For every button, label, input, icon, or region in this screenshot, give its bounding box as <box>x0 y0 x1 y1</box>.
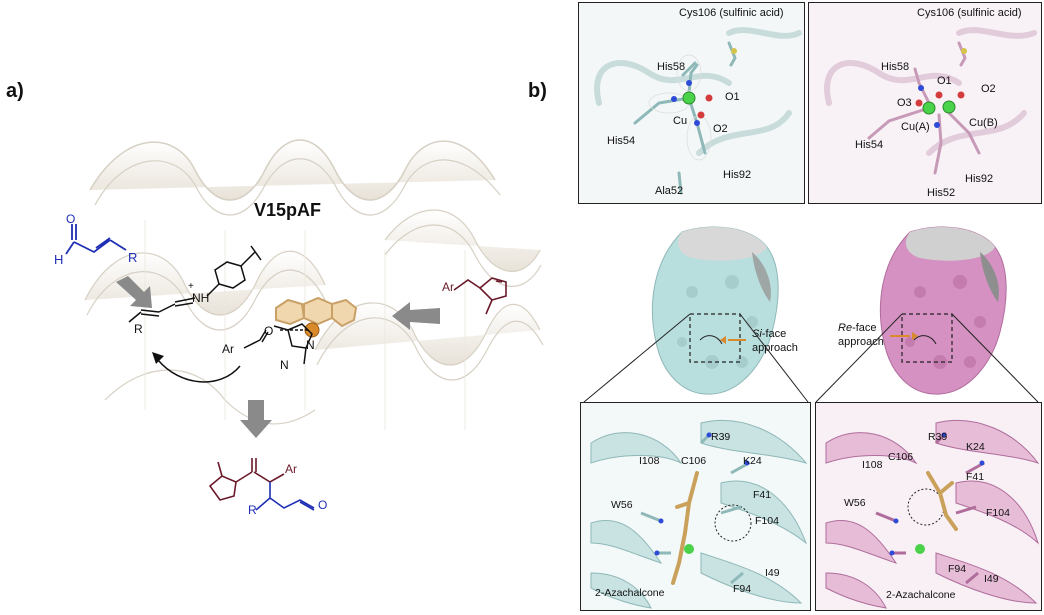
ala52-label-left: Ala52 <box>655 185 684 197</box>
protein-surface-left <box>651 226 779 395</box>
i108-label-right: I108 <box>862 459 883 471</box>
his52-label-right: His52 <box>927 187 956 199</box>
product-structure <box>208 458 315 511</box>
arrow-down-left-icon <box>116 276 152 308</box>
variant-label: V15pAF <box>254 200 322 220</box>
azachalcone-label-right: 2-Azachalcone <box>886 589 956 601</box>
cu-a-label-right: Cu(A) <box>901 121 930 133</box>
enolate-ar: Ar <box>222 342 234 356</box>
arrow-down-icon <box>240 400 272 438</box>
azachalcone-label-left: 2-Azachalcone <box>595 587 665 599</box>
arrow-left-icon <box>392 302 440 330</box>
i49-label-right: I49 <box>984 573 999 585</box>
w56-label-right: W56 <box>844 497 866 509</box>
his54-label-right: His54 <box>855 139 884 151</box>
substrate-structure <box>453 277 507 315</box>
iminium-structure <box>128 245 262 323</box>
zoom-connector-lines <box>583 313 1039 403</box>
his92-label-right: His92 <box>965 173 994 185</box>
binding-pocket-panel-left: R39 I108 C106 K24 F41 W56 F104 I49 F94 2… <box>580 402 811 611</box>
r39-label-left: R39 <box>711 431 731 443</box>
enolate-structure <box>243 323 313 365</box>
aldehyde-h: H <box>54 252 64 267</box>
w56-label-left: W56 <box>611 499 633 511</box>
si-face-italic: Si <box>752 328 762 340</box>
f104-label-left: F104 <box>755 515 779 527</box>
reaction-arrow-icon <box>152 352 241 383</box>
panel-a-letter: a) <box>6 80 24 102</box>
k24-label-left: K24 <box>743 455 762 467</box>
cu-b-label-right: Cu(B) <box>969 117 998 129</box>
iminium-nh: NH <box>192 291 210 305</box>
f41-label-left: F41 <box>753 489 772 501</box>
his58-label-left: His58 <box>657 61 686 73</box>
o1-label-right: O1 <box>937 75 952 87</box>
crystal-structure-panel-right: Cys106 (sulfinic acid) His58 O1 O2 O3 Cu… <box>808 2 1042 204</box>
copper-phenanthroline-complex <box>275 296 358 338</box>
aldehyde-r: R <box>128 250 138 265</box>
re-face-italic: Re <box>838 322 853 334</box>
product-o: O <box>318 498 328 512</box>
i49-label-left: I49 <box>765 567 780 579</box>
i108-label-left: I108 <box>639 455 660 467</box>
product-ar: Ar <box>285 462 297 476</box>
binding-pocket-model-right <box>825 419 1040 609</box>
c106-label-right: C106 <box>888 451 914 463</box>
dienamine-r: R <box>134 322 143 336</box>
r39-label-right: R39 <box>928 431 948 443</box>
active-site-model-right <box>824 27 1037 175</box>
k24-label-right: K24 <box>966 441 985 453</box>
o2-label-left: O2 <box>713 123 728 135</box>
his58-label-right: His58 <box>881 61 910 73</box>
f104-label-right: F104 <box>986 507 1010 519</box>
o2-label-right: O2 <box>981 83 996 95</box>
c106-label-left: C106 <box>681 455 707 467</box>
si-face-rest: -face <box>761 328 787 340</box>
protein-surface-right <box>879 226 1007 395</box>
crystal-structure-panel-left: Cys106 (sulfinic acid) His58 O1 Cu O2 Hi… <box>578 2 805 204</box>
active-site-model-left <box>594 27 802 195</box>
binding-pocket-panel-right: R39 K24 C106 I108 F41 W56 F104 F94 I49 2… <box>815 402 1042 611</box>
enolate-n1: N <box>306 338 315 352</box>
his54-label-left: His54 <box>607 135 636 147</box>
re-approach-label: approach <box>838 336 884 348</box>
f94-label-right: F94 <box>948 563 967 575</box>
aldehyde-o: O <box>66 212 76 226</box>
aldehyde-structure <box>65 224 127 255</box>
iminium-plus: + <box>188 281 194 292</box>
binding-pocket-model-left <box>590 419 808 609</box>
o1-label-left: O1 <box>725 91 740 103</box>
cys106-label-right: Cys106 (sulfinic acid) <box>917 7 1022 19</box>
cu-label-left: Cu <box>673 115 688 127</box>
his92-label-left: His92 <box>723 169 752 181</box>
f94-label-left: F94 <box>733 583 752 595</box>
re-face-rest: -face <box>852 322 877 334</box>
product-r: R <box>248 503 257 517</box>
substrate-ar: Ar <box>442 280 454 294</box>
o3-label-right: O3 <box>897 97 912 109</box>
f41-label-right: F41 <box>966 471 985 483</box>
re-face-label: Re-face <box>838 322 877 334</box>
enolate-o: O <box>264 324 274 338</box>
cys106-label-left: Cys106 (sulfinic acid) <box>679 7 784 19</box>
panel-b-letter: b) <box>528 80 547 102</box>
si-face-label: Si-face <box>752 328 786 340</box>
enolate-n2: N <box>280 358 289 372</box>
